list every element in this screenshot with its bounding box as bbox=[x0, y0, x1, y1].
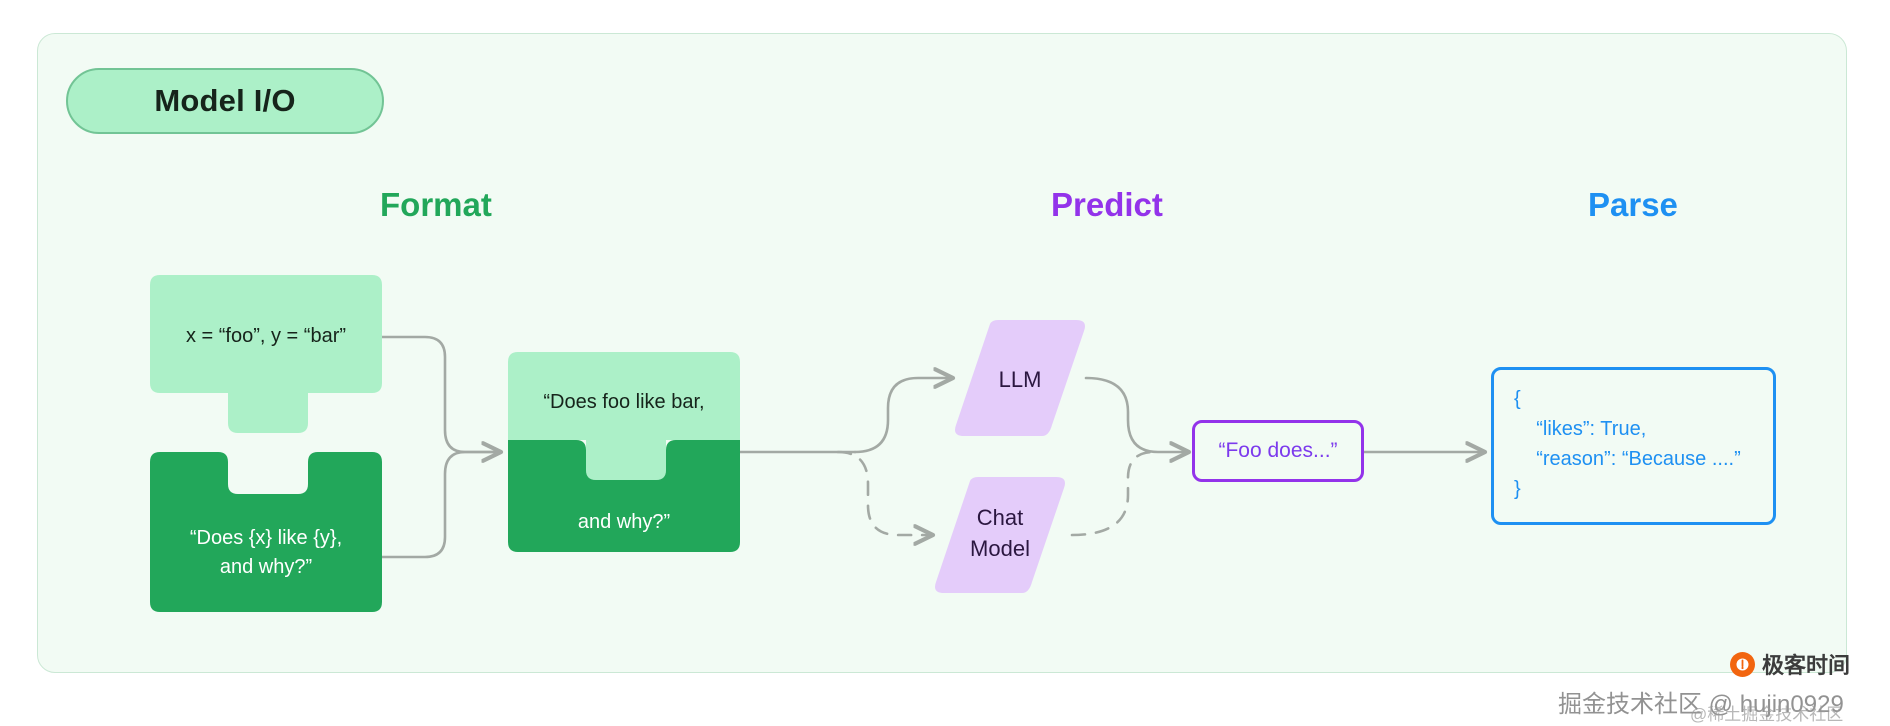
model-io-title-label: Model I/O bbox=[154, 83, 296, 118]
predict-output-box: “Foo does...” bbox=[1192, 420, 1364, 482]
format-merged-piece bbox=[508, 352, 740, 552]
format-template-piece bbox=[150, 452, 382, 612]
stage-heading-parse: Parse bbox=[1588, 186, 1678, 223]
model-io-title-badge: Model I/O bbox=[66, 68, 384, 134]
format-variables-piece bbox=[150, 275, 382, 433]
predict-output-text: “Foo does...” bbox=[1218, 439, 1338, 462]
stage-heading-predict: Predict bbox=[1051, 186, 1163, 223]
stage-heading-format: Format bbox=[380, 186, 492, 223]
parse-json-box: { “likes”: True, “reason”: “Because ....… bbox=[1491, 367, 1776, 525]
model-shape-llm[interactable] bbox=[952, 320, 1088, 436]
watermark-juejin: 掘金技术社区 @ hujin0929 bbox=[1558, 691, 1844, 718]
parse-json-text: { “likes”: True, “reason”: “Because ....… bbox=[1514, 388, 1741, 500]
model-shape-chat[interactable] bbox=[932, 477, 1068, 593]
watermark-xitu: @稀土掘金技术社区 bbox=[1690, 705, 1844, 724]
